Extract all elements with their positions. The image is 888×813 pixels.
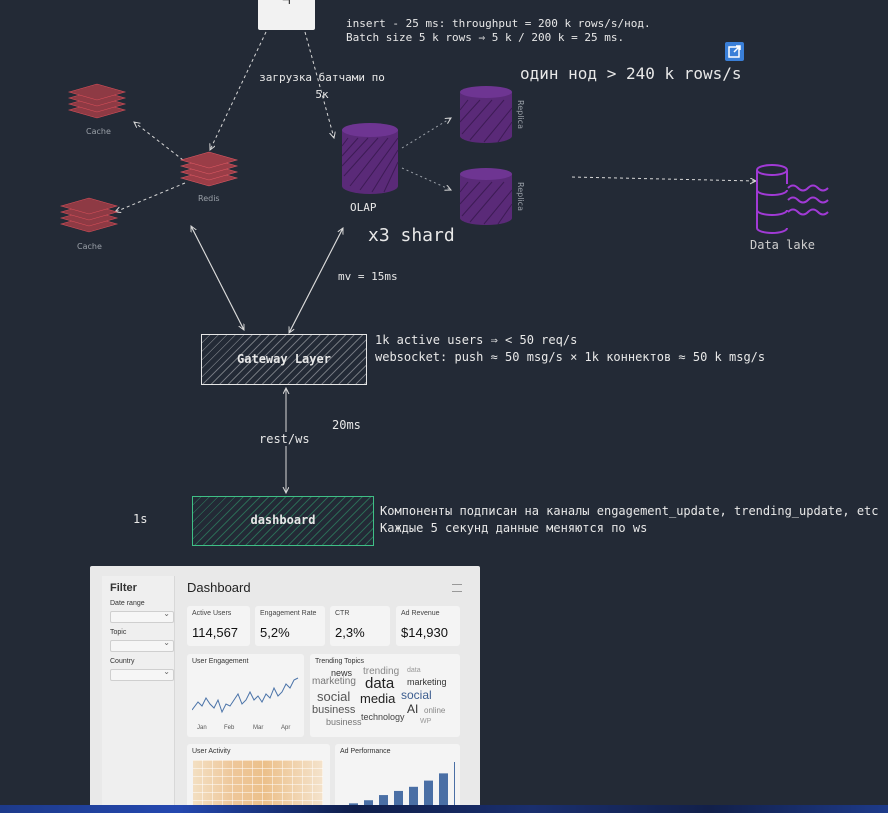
redis-icon (178, 148, 240, 190)
replica-top-label: Replica (515, 100, 525, 129)
mv-label: mv = 15ms (338, 270, 398, 283)
cache-top-label: Cache (86, 127, 111, 136)
kpi-engagement-rate: Engagement Rate 5,2% (255, 606, 325, 646)
replica-bottom-cylinder-icon (458, 166, 514, 226)
redis-label: Redis (198, 194, 220, 203)
topic-word: technology (361, 712, 405, 722)
source-box: ⊣ (258, 0, 315, 30)
cache-bottom-icon (58, 194, 120, 236)
user-activity-heatmap (193, 760, 323, 813)
dashboard-box: dashboard (192, 496, 374, 546)
kpi-label: Active Users (192, 610, 232, 617)
olap-label: OLAP (350, 201, 377, 214)
topic-label: Topic (110, 629, 127, 636)
websocket-note: websocket: push ≈ 50 msg/s × 1k коннекто… (375, 350, 766, 364)
replica-top-cylinder-icon (458, 84, 514, 144)
kpi-ad-revenue: Ad Revenue $14,930 (396, 606, 460, 646)
month-label: Apr (281, 725, 291, 731)
topic-word: social (401, 688, 432, 702)
gateway-layer-box: Gateway Layer (201, 334, 367, 385)
kpi-label: CTR (335, 610, 350, 617)
user-activity-title: User Activity (192, 748, 231, 755)
latency-20ms-label: 20ms (332, 418, 361, 432)
ad-performance-card: Ad Performance (335, 744, 460, 813)
country-select[interactable] (110, 667, 174, 681)
latency-1s-label: 1s (133, 512, 148, 526)
external-link-icon[interactable] (725, 42, 744, 61)
kpi-value: 2,3% (335, 625, 365, 640)
dashboard-screenshot: Filter Date range Topic Country Dashboar… (90, 566, 480, 813)
ad-bar (439, 773, 448, 813)
topic-word: data (365, 675, 395, 692)
menu-icon[interactable] (452, 584, 462, 592)
trending-topics-card: Trending Topics news trending data marke… (310, 654, 460, 737)
cache-top-icon (66, 80, 128, 122)
ad-bar (409, 786, 418, 813)
kpi-ctr: CTR 2,3% (330, 606, 390, 646)
user-engagement-title: User Engagement (192, 658, 249, 665)
ad-bar (394, 790, 403, 813)
ad-bar (454, 762, 455, 813)
topic-word: social (317, 689, 351, 704)
rest-ws-label: rest/ws (259, 432, 310, 446)
kpi-value: 114,567 (192, 625, 239, 640)
cache-bottom-label: Cache (77, 242, 102, 251)
date-range-label: Date range (110, 600, 145, 607)
month-label: Jan (197, 725, 207, 731)
dashboard-title: Dashboard (187, 580, 251, 595)
dashboard-note-2: Каждые 5 секунд данные меняются по ws (380, 521, 648, 535)
data-lake-label: Data lake (750, 238, 816, 252)
country-label: Country (110, 658, 135, 665)
dashboard-note-1: Компоненты подписан на каналы engagement… (380, 504, 879, 518)
shards-label: x3 shard (368, 225, 455, 246)
user-engagement-line (192, 677, 299, 714)
topic-word: data (407, 667, 421, 674)
kpi-active-users: Active Users 114,567 (187, 606, 250, 646)
month-label: Mar (253, 725, 264, 731)
dashboard-main: Dashboard Active Users 114,567 Engagemen… (180, 574, 470, 813)
topic-word: media (360, 691, 396, 706)
one-node-note: один нод > 240 k rows/s (520, 64, 742, 83)
batch-load-label: загрузка батчами по 5к (259, 71, 385, 101)
month-label: Feb (224, 725, 235, 731)
user-activity-card: User Activity (187, 744, 330, 813)
filter-panel: Filter Date range Topic Country (102, 576, 175, 813)
insert-note-1: insert - 25 ms: throughput = 200 k rows/… (346, 17, 651, 30)
topic-word: news (331, 668, 353, 678)
topic-word: business (326, 717, 362, 727)
topic-word: trending (363, 666, 400, 677)
dashboard-box-label: dashboard (250, 513, 316, 527)
ad-performance-title: Ad Performance (340, 748, 391, 755)
topic-word: online (424, 706, 446, 715)
olap-cylinder-icon (340, 122, 400, 196)
ad-bar (424, 780, 433, 813)
topic-word: marketing (407, 677, 447, 687)
date-range-select[interactable] (110, 609, 174, 623)
active-users-note: 1k active users ⇒ < 50 req/s (375, 333, 578, 347)
kpi-value: $14,930 (401, 625, 448, 640)
topic-word: marketing (312, 676, 356, 687)
kpi-value: 5,2% (260, 625, 290, 640)
data-lake-icon (752, 160, 832, 240)
insert-note-2: Batch size 5 k rows ⇒ 5 k / 200 k = 25 m… (346, 31, 625, 44)
taskbar-strip (0, 805, 888, 813)
trending-topics-title: Trending Topics (315, 658, 365, 665)
kpi-label: Engagement Rate (260, 610, 317, 617)
topic-word: AI (407, 702, 419, 716)
topic-select[interactable] (110, 638, 174, 652)
topic-word: business (312, 704, 356, 716)
kpi-label: Ad Revenue (401, 610, 440, 617)
gateway-layer-label: Gateway Layer (237, 352, 331, 366)
user-engagement-card: User Engagement Jan Feb Mar Apr (187, 654, 304, 737)
source-box-mark: ⊣ (282, 0, 291, 8)
ad-bar (379, 795, 388, 813)
replica-bottom-label: Replica (515, 182, 525, 211)
filter-title: Filter (110, 582, 137, 594)
topic-word: WP (420, 718, 432, 725)
